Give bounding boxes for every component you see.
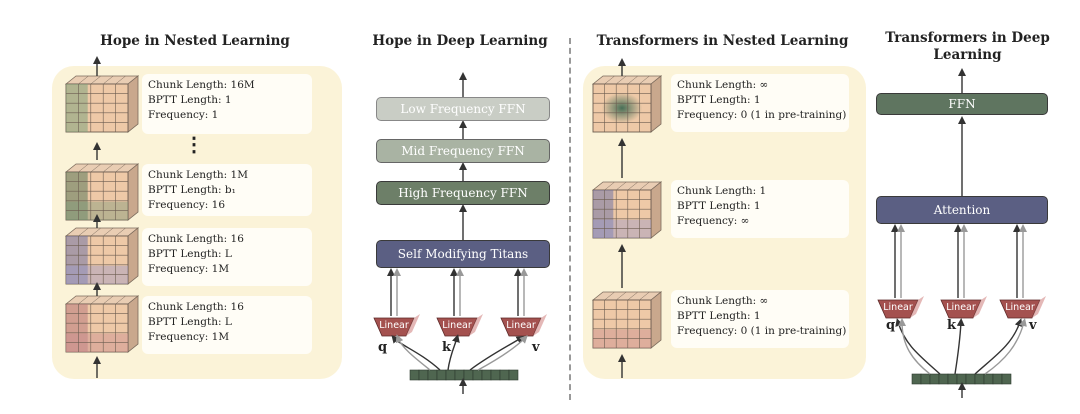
title-hope-deep: Hope in Deep Learning <box>372 33 548 49</box>
title-tf-deep: Transformers in Deep Learning <box>885 30 1050 63</box>
frequency: Frequency: 1M <box>148 331 230 343</box>
linear-q-label: Linear <box>883 302 913 313</box>
chunk-length: Chunk Length: ∞ <box>677 79 769 91</box>
mid-frequency-ffn: Mid Frequency FFN <box>376 139 550 163</box>
bptt-length: BPTT Length: 1 <box>148 94 232 106</box>
frequency: Frequency: 1 <box>148 109 219 121</box>
chunk-length: Chunk Length: 16 <box>148 301 244 313</box>
bptt-length: BPTT Length: b₁ <box>148 184 236 196</box>
title-hope-nested: Hope in Nested Learning <box>100 33 290 49</box>
high-frequency-ffn: High Frequency FFN <box>376 181 550 205</box>
frequency: Frequency: ∞ <box>677 215 750 227</box>
low-frequency-ffn: Low Frequency FFN <box>376 97 550 121</box>
chunk-length: Chunk Length: 16M <box>148 79 255 91</box>
hope-level-3-info: Chunk Length: 16 BPTT Length: L Frequenc… <box>142 228 312 286</box>
bptt-length: BPTT Length: L <box>148 248 232 260</box>
hope-level-4-info: Chunk Length: 16 BPTT Length: L Frequenc… <box>142 296 312 354</box>
tf-level-3-info: Chunk Length: ∞ BPTT Length: 1 Frequency… <box>671 290 849 348</box>
linear-v-label: Linear <box>506 320 536 331</box>
flow-curve <box>469 335 525 371</box>
bptt-length: BPTT Length: 1 <box>677 310 761 322</box>
ellipsis: ⋮ <box>184 132 204 156</box>
q-label: q <box>378 340 388 355</box>
tf-level-2-info: Chunk Length: 1 BPTT Length: 1 Frequency… <box>671 180 849 238</box>
chunk-length: Chunk Length: 16 <box>148 233 244 245</box>
bptt-length: BPTT Length: 1 <box>677 200 761 212</box>
chunk-length: Chunk Length: 1M <box>148 169 248 181</box>
frequency: Frequency: 1M <box>148 263 230 275</box>
flow-curve <box>984 318 1027 375</box>
memory-cube-level-2 <box>64 163 140 221</box>
bptt-length: BPTT Length: L <box>148 316 232 328</box>
memory-cube-level-4 <box>64 295 140 353</box>
hope-level-2-info: Chunk Length: 1M BPTT Length: b₁ Frequen… <box>142 164 312 216</box>
flow-curve <box>954 318 965 375</box>
flow-curve <box>895 318 941 375</box>
flow-curve <box>447 334 460 371</box>
flow-curve <box>974 318 1023 375</box>
flow-curve <box>898 318 931 375</box>
memory-cube-level-3 <box>591 291 663 349</box>
k-label: k <box>947 318 957 333</box>
linear-k-label: Linear <box>442 320 472 331</box>
hope-level-1-info: Chunk Length: 16M BPTT Length: 1 Frequen… <box>142 74 312 134</box>
k-label: k <box>442 340 452 355</box>
frequency: Frequency: 0 (1 in pre-training) <box>677 325 847 337</box>
attention-block: Attention <box>876 196 1048 224</box>
chunk-length: Chunk Length: 1 <box>677 185 767 197</box>
bptt-length: BPTT Length: 1 <box>677 94 761 106</box>
flow-curve <box>395 334 431 371</box>
v-label: v <box>532 340 540 355</box>
frequency: Frequency: 16 <box>148 199 226 211</box>
title-tf-nested: Transformers in Nested Learning <box>596 33 849 49</box>
panel-separator <box>569 38 571 400</box>
chunk-length: Chunk Length: ∞ <box>677 295 769 307</box>
token-bar <box>911 373 1012 385</box>
linear-q-label: Linear <box>379 320 409 331</box>
v-label: v <box>1029 318 1037 333</box>
memory-cube-level-1 <box>591 75 663 133</box>
self-modifying-titans: Self Modifying Titans <box>376 240 550 268</box>
q-label: q <box>886 318 896 333</box>
tf-level-1-info: Chunk Length: ∞ BPTT Length: 1 Frequency… <box>671 74 849 132</box>
linear-v-label: Linear <box>1005 302 1035 313</box>
token-bar <box>409 369 519 381</box>
ffn-block: FFN <box>876 93 1048 115</box>
memory-cube-level-2 <box>591 181 663 239</box>
flow-curve <box>477 335 528 371</box>
memory-cube-level-1 <box>64 75 140 133</box>
linear-k-label: Linear <box>946 302 976 313</box>
frequency: Frequency: 0 (1 in pre-training) <box>677 109 847 121</box>
memory-cube-level-3 <box>64 227 140 285</box>
